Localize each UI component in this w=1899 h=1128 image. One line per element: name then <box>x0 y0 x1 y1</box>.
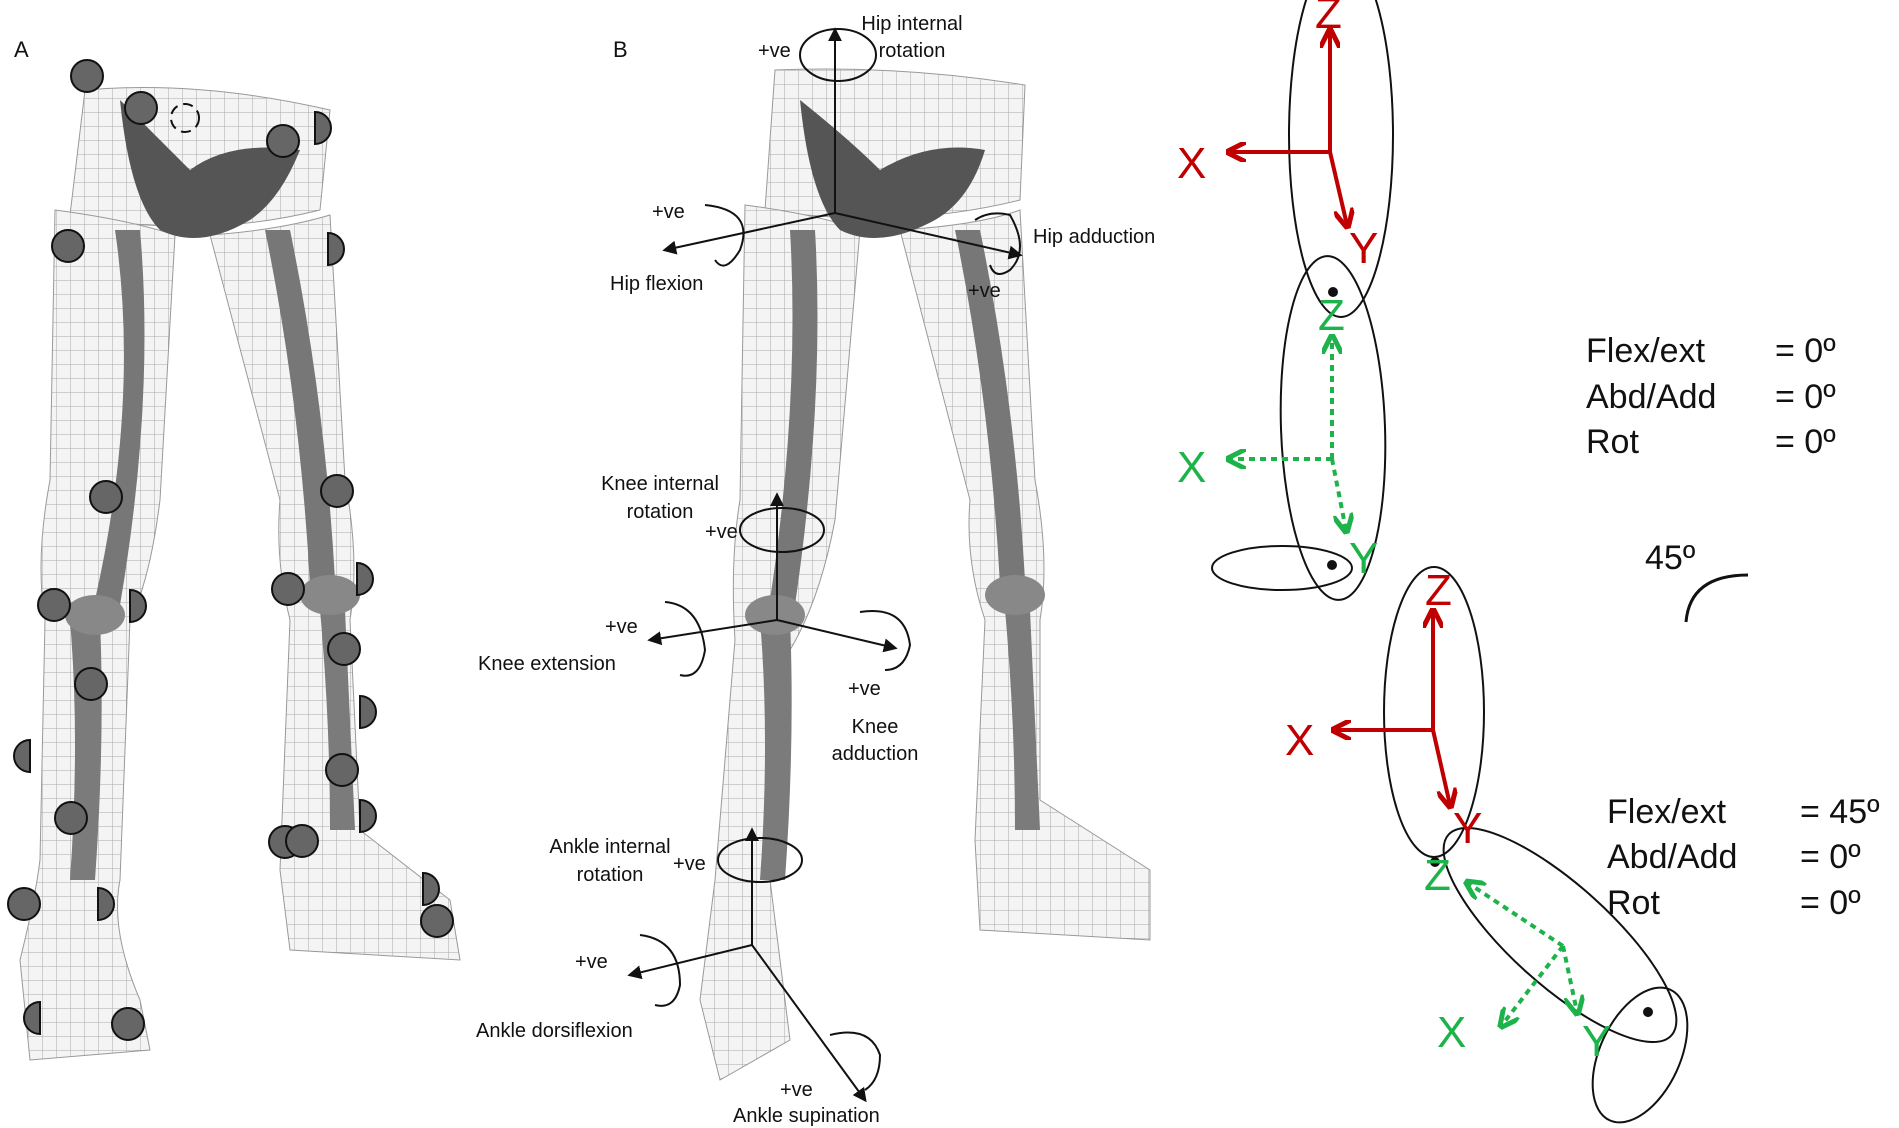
hip-rotation-positive: +ve <box>758 40 791 62</box>
panel-b-label: B <box>613 37 628 62</box>
marker <box>112 1008 144 1040</box>
marker-half <box>360 800 376 832</box>
red-y-axis <box>1433 730 1450 805</box>
hip-adduction-positive: +ve <box>968 280 1001 302</box>
marker-half <box>328 233 344 265</box>
joint-center-dot <box>1643 1007 1653 1017</box>
marker <box>52 230 84 262</box>
panel-a-leg-model <box>20 88 460 1061</box>
green-x-label: X <box>1437 1008 1466 1057</box>
right-knee-bone <box>300 575 360 615</box>
hip-internal-rotation-label: Hip internal <box>861 13 962 35</box>
red-z-label: Z <box>1315 0 1342 38</box>
abd-add-value: = 0º <box>1775 378 1836 416</box>
marker <box>328 633 360 665</box>
right-knee-bone <box>985 575 1045 615</box>
marker <box>125 92 157 124</box>
ankle-supination-positive: +ve <box>780 1079 813 1101</box>
bottom-distal-axes <box>1468 883 1577 1025</box>
marker <box>90 481 122 513</box>
ankle-rotation-positive: +ve <box>673 853 706 875</box>
abd-add-label: Abd/Add <box>1607 838 1737 876</box>
left-knee-bone <box>65 595 125 635</box>
rot-value: = 0º <box>1775 423 1836 461</box>
top-angle-table: Flex/ext = 0º Abd/Add = 0º Rot = 0º <box>1586 332 1836 461</box>
red-x-label: X <box>1177 139 1206 188</box>
red-y-axis <box>1330 152 1347 225</box>
bottom-angle-table: Flex/ext = 45º Abd/Add = 0º Rot = 0º <box>1607 793 1880 922</box>
ankle-internal-rotation-label: Ankle internal <box>549 836 670 858</box>
bottom-proximal-axes <box>1335 612 1450 805</box>
flex-ext-value: = 45º <box>1800 793 1880 831</box>
knee-internal-rotation-label-line2: rotation <box>627 501 694 523</box>
marker <box>421 905 453 937</box>
knee-extension-ring <box>665 602 705 676</box>
left-knee-bone <box>745 595 805 635</box>
rotation-arc <box>1686 575 1748 622</box>
knee-rotation-positive: +ve <box>705 521 738 543</box>
joint-center-dot <box>1327 560 1337 570</box>
abd-add-label: Abd/Add <box>1586 378 1716 416</box>
ankle-supination-label: Ankle supination <box>733 1105 880 1127</box>
marker <box>267 125 299 157</box>
green-z-label: Z <box>1318 291 1345 340</box>
marker <box>71 60 103 92</box>
marker <box>321 475 353 507</box>
green-z-label: Z <box>1424 851 1451 900</box>
top-segment-schematic <box>1212 0 1393 602</box>
ankle-internal-rotation-label-line2: rotation <box>577 864 644 886</box>
marker-half <box>360 696 376 728</box>
marker <box>38 589 70 621</box>
knee-adduction-label-line2: adduction <box>832 743 919 765</box>
red-y-label: Y <box>1453 804 1482 853</box>
hip-internal-rotation-label-line2: rotation <box>879 40 946 62</box>
panel-b-leg-model <box>700 69 1150 1080</box>
knee-extension-positive: +ve <box>605 616 638 638</box>
hip-flexion-ring <box>705 205 743 266</box>
flex-ext-label: Flex/ext <box>1586 332 1706 370</box>
flex-ext-value: = 0º <box>1775 332 1836 370</box>
marker-half <box>357 563 373 595</box>
right-leg-mesh <box>900 210 1150 940</box>
red-y-label: Y <box>1349 224 1378 273</box>
panel-a-label: A <box>14 37 29 62</box>
ankle-dorsiflexion-positive: +ve <box>575 951 608 973</box>
marker <box>75 668 107 700</box>
marker <box>55 802 87 834</box>
red-z-label: Z <box>1425 566 1452 615</box>
marker <box>326 754 358 786</box>
rot-value: = 0º <box>1800 884 1861 922</box>
marker-half <box>130 590 146 622</box>
green-x-label: X <box>1177 443 1206 492</box>
green-y-axis <box>1332 459 1346 530</box>
hip-flexion-positive: +ve <box>652 201 685 223</box>
ankle-dorsiflexion-label: Ankle dorsiflexion <box>476 1020 633 1042</box>
rotation-angle-label: 45º <box>1645 539 1695 577</box>
hip-adduction-label: Hip adduction <box>1033 226 1155 248</box>
red-x-label: X <box>1285 716 1314 765</box>
hip-flexion-label: Hip flexion <box>610 273 703 295</box>
green-y-label: Y <box>1582 1017 1611 1066</box>
rot-label: Rot <box>1607 884 1660 922</box>
knee-extension-label: Knee extension <box>478 653 616 675</box>
marker-half <box>14 740 30 772</box>
knee-adduction-positive: +ve <box>848 678 881 700</box>
green-z-axis <box>1468 883 1563 946</box>
knee-adduction-label: Knee <box>852 716 899 738</box>
abd-add-value: = 0º <box>1800 838 1861 876</box>
marker <box>272 573 304 605</box>
marker <box>8 888 40 920</box>
rot-label: Rot <box>1586 423 1639 461</box>
knee-internal-rotation-label: Knee internal <box>601 473 719 495</box>
flex-ext-label: Flex/ext <box>1607 793 1727 831</box>
green-y-label: Y <box>1349 534 1378 583</box>
marker <box>286 825 318 857</box>
